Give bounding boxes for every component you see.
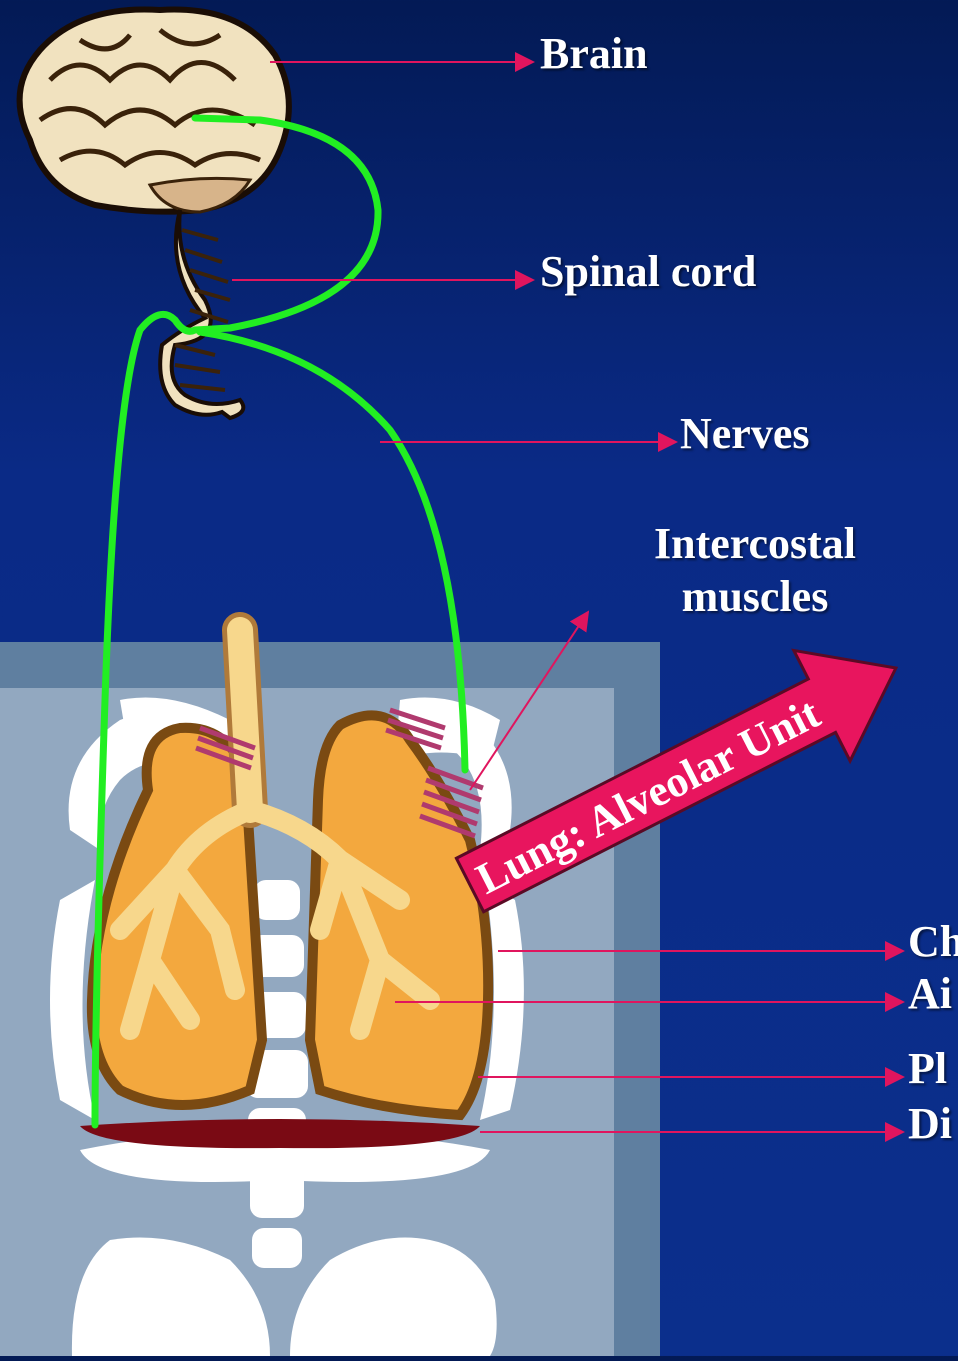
intercostal-label-line2: muscles — [630, 571, 880, 624]
diaphragm-label: Di — [908, 1102, 952, 1146]
airways-label: Ai — [908, 972, 952, 1016]
intercostal-label: Intercostal muscles — [630, 518, 880, 624]
nerves-label: Nerves — [680, 412, 810, 456]
chest-wall-label: Ch — [908, 920, 958, 964]
intercostal-label-line1: Intercostal — [630, 518, 880, 571]
spinal-cord-label: Spinal cord — [540, 250, 756, 294]
pleura-label: Pl — [908, 1047, 947, 1091]
brain-illustration — [20, 10, 289, 213]
brain-label: Brain — [540, 32, 648, 76]
